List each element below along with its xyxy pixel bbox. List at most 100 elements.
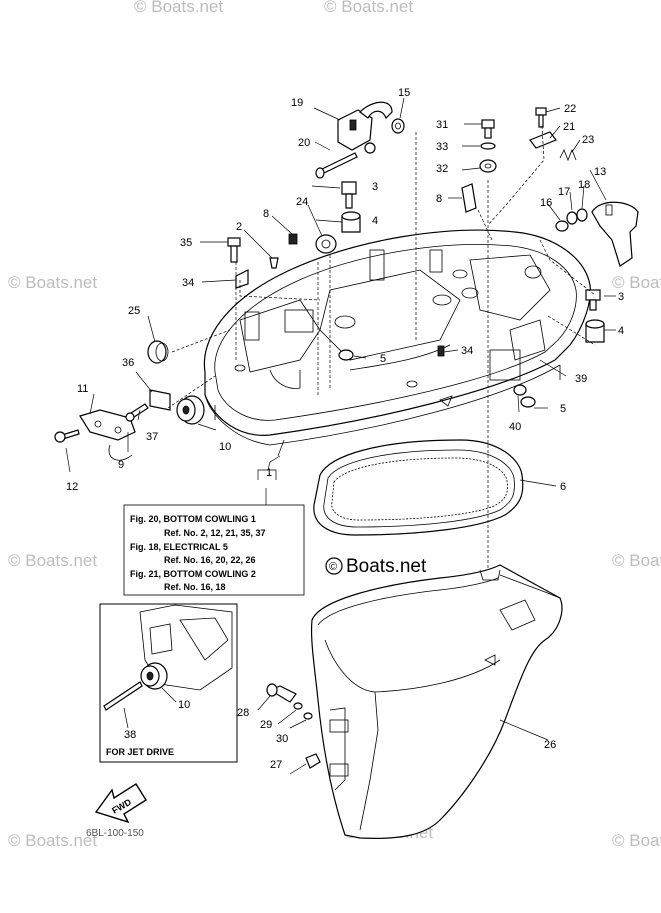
- callout-39: 39: [575, 373, 587, 385]
- callout-26: 27: [270, 759, 282, 771]
- callout-17: 18: [578, 179, 590, 191]
- inset-label: FOR JET DRIVE: [106, 747, 174, 757]
- part-30-bolt: [481, 119, 495, 139]
- callout-3-upper: 3: [372, 181, 378, 193]
- callout-33: 34: [461, 345, 473, 357]
- watermark-mid-left-1: © Boats.net: [8, 273, 97, 292]
- part-31-grommet: [479, 159, 497, 173]
- part-32-washer: [480, 142, 496, 150]
- callout-15: 16: [540, 197, 552, 209]
- part-23-grommet: [315, 234, 337, 254]
- note-line-1: Fig. 20, BOTTOM COWLING 1: [130, 514, 256, 524]
- callout-22: 23: [582, 134, 594, 146]
- callout-30: 31: [436, 119, 448, 131]
- callout-9: 9: [118, 459, 124, 471]
- fwd-arrow: FWD: [94, 783, 147, 824]
- part-15-bushing: [555, 220, 569, 232]
- part-35-bolt: [227, 237, 241, 263]
- callout-20: 21: [563, 121, 575, 133]
- part-19-bolt: [315, 152, 358, 179]
- watermark-top-right: © Boats.net: [324, 0, 413, 16]
- note-line-6: Ref. No. 16, 18: [164, 582, 226, 592]
- callout-2: 2: [236, 221, 242, 233]
- part-12-screw: [54, 429, 80, 443]
- watermark-main-text: Boats.net: [346, 556, 427, 577]
- reference-note-box: Fig. 20, BOTTOM COWLING 1 Ref. No. 2, 12…: [123, 504, 305, 596]
- callout-3-right: 3: [618, 291, 624, 303]
- bottom-cowling-upper: [203, 229, 591, 446]
- part-16-washer: [566, 211, 578, 225]
- part-2-pin: [269, 257, 279, 269]
- part-34-clip: [235, 269, 249, 289]
- part-29-washer: [303, 712, 313, 720]
- callout-35: 35: [180, 237, 192, 249]
- callout-19: 20: [298, 137, 310, 149]
- part-24-grommet: [147, 340, 169, 364]
- part-27-bolt: [266, 683, 297, 703]
- callout-37: 37: [146, 431, 158, 443]
- part-21-screw: [535, 107, 547, 128]
- part-11-bracket: [79, 409, 136, 461]
- callout-24: 25: [128, 305, 140, 317]
- part-22-spring: [559, 148, 577, 162]
- part-18-bracket: [337, 101, 393, 154]
- callout-31: 32: [436, 163, 448, 175]
- callout-8: 8: [436, 193, 442, 205]
- watermark-right-2: © Boats.net: [612, 551, 661, 570]
- callout-6: 6: [560, 481, 566, 493]
- part-3-bolt-upper: [341, 181, 357, 209]
- callout-12: 12: [66, 481, 78, 493]
- part-17-o-ring: [576, 208, 588, 222]
- callout-28: 29: [260, 719, 272, 731]
- watermark-right-1: © Boats.net: [612, 273, 661, 292]
- part-13-lever: [591, 201, 639, 267]
- bottom-cowling-lower: [310, 564, 563, 839]
- watermark-main: © Boats.net: [325, 556, 427, 577]
- note-line-4: Ref. No. 16, 20, 22, 26: [164, 555, 256, 565]
- watermark-mid-left-2: © Boats.net: [8, 551, 97, 570]
- callout-4-right: 4: [618, 325, 624, 337]
- inset-callout-38: 38: [124, 729, 136, 741]
- inset-jet-drive: 10 38 FOR JET DRIVE: [99, 603, 238, 763]
- callout-27: 28: [237, 707, 249, 719]
- note-line-2: Ref. No. 2, 12, 21, 35, 37: [164, 528, 266, 538]
- part-37-screw: [125, 403, 149, 422]
- inset-callout-10: 10: [178, 699, 190, 711]
- callout-4-upper: 4: [372, 215, 378, 227]
- part-36-bracket: [149, 389, 171, 411]
- callout-34: 34: [182, 277, 194, 289]
- callout-36: 36: [122, 357, 134, 369]
- callout-21: 22: [564, 103, 576, 115]
- callout-23: 24: [296, 196, 308, 208]
- callout-7: 8: [263, 208, 269, 220]
- part-4-grommet-upper: [341, 211, 361, 233]
- callout-25: 26: [544, 739, 556, 751]
- part-4-grommet-right: [585, 319, 605, 343]
- part-20-plate: [529, 131, 557, 149]
- callout-16: 17: [558, 186, 570, 198]
- callout-11: 11: [77, 383, 88, 395]
- part-8-plug: [461, 183, 477, 213]
- part-10-grommet: [176, 395, 205, 425]
- part-7-screw: [288, 233, 298, 245]
- watermark-bottom-right: © Boats.net: [612, 831, 661, 850]
- callout-5-outer: 5: [560, 403, 566, 415]
- watermark-main-symbol: ©: [329, 561, 337, 573]
- diagram-code: 6BL-100-150: [86, 828, 144, 839]
- part-40-pad: [513, 384, 527, 396]
- callout-18: 19: [291, 97, 303, 109]
- callout-5-inner: 5: [380, 353, 386, 365]
- part-3-bolt-right: [585, 289, 601, 311]
- part-33-screw: [437, 345, 445, 357]
- part-28-washer: [293, 702, 303, 710]
- callout-29: 30: [276, 733, 288, 745]
- callout-32: 33: [436, 141, 448, 153]
- callout-1-bracket: [257, 469, 277, 480]
- callout-14: 15: [398, 87, 410, 99]
- watermark-bottom-left: © Boats.net: [8, 831, 97, 850]
- callout-40: 40: [509, 421, 521, 433]
- note-line-5: Fig. 21, BOTTOM COWLING 2: [130, 569, 256, 579]
- watermark-top-left: © Boats.net: [134, 0, 223, 16]
- part-26-nut: [305, 753, 321, 769]
